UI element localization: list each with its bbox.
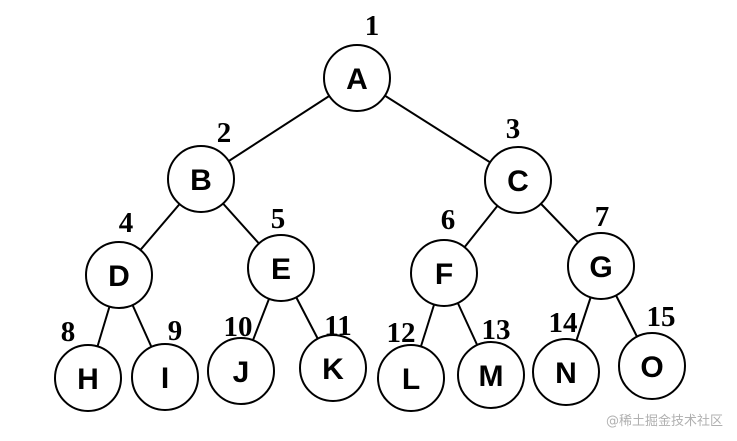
node-index-d: 4 — [119, 207, 134, 239]
tree-node-a: A — [323, 44, 391, 112]
tree-node-f: F — [410, 239, 478, 307]
node-label: D — [108, 260, 130, 293]
node-label: H — [77, 363, 99, 396]
tree-node-h: H — [54, 344, 122, 412]
node-circle — [54, 344, 122, 412]
node-label: B — [190, 164, 212, 197]
tree-node-g: G — [567, 232, 635, 300]
node-circle — [532, 338, 600, 406]
node-index-j: 10 — [224, 311, 253, 343]
tree-node-e: E — [247, 234, 315, 302]
node-circle — [410, 239, 478, 307]
tree-node-o: O — [618, 332, 686, 400]
node-label: L — [402, 363, 420, 396]
node-circle — [484, 146, 552, 214]
tree-node-d: D — [85, 241, 153, 309]
node-label: A — [346, 63, 368, 96]
node-circle — [377, 344, 445, 412]
node-circle — [618, 332, 686, 400]
node-index-b: 2 — [217, 117, 232, 149]
node-label: O — [640, 351, 663, 384]
tree-node-m: M — [457, 341, 525, 409]
node-index-e: 5 — [271, 203, 286, 235]
tree-node-b: B — [167, 145, 235, 213]
node-label: I — [161, 362, 169, 395]
node-label: K — [322, 353, 344, 386]
node-circle — [567, 232, 635, 300]
node-circle — [247, 234, 315, 302]
tree-node-n: N — [532, 338, 600, 406]
node-label: G — [589, 251, 612, 284]
node-circle — [167, 145, 235, 213]
node-index-a: 1 — [365, 10, 380, 42]
node-index-c: 3 — [506, 113, 521, 145]
node-index-m: 13 — [482, 314, 511, 346]
tree-nodes: A B C D E F G H I J K L M N O — [54, 44, 686, 412]
node-circle — [299, 334, 367, 402]
node-circle — [207, 337, 275, 405]
tree-node-j: J — [207, 337, 275, 405]
tree-node-k: K — [299, 334, 367, 402]
tree-node-i: I — [131, 343, 199, 411]
tree-node-l: L — [377, 344, 445, 412]
node-circle — [85, 241, 153, 309]
node-index-f: 6 — [441, 204, 456, 236]
node-label: C — [507, 165, 529, 198]
node-index-o: 15 — [647, 301, 676, 333]
node-circle — [457, 341, 525, 409]
watermark: @稀土掘金技术社区 — [605, 414, 723, 429]
node-index-i: 9 — [168, 315, 183, 347]
node-label: M — [479, 360, 504, 393]
node-label: J — [233, 356, 250, 389]
node-index-k: 11 — [324, 310, 351, 342]
node-index-h: 8 — [61, 316, 76, 348]
node-circle — [131, 343, 199, 411]
node-index-n: 14 — [549, 307, 578, 339]
node-index-g: 7 — [595, 201, 610, 233]
node-label: F — [435, 258, 453, 291]
node-label: E — [271, 253, 291, 286]
tree-node-c: C — [484, 146, 552, 214]
node-circle — [323, 44, 391, 112]
node-index-l: 12 — [387, 317, 416, 349]
node-label: N — [555, 357, 577, 390]
